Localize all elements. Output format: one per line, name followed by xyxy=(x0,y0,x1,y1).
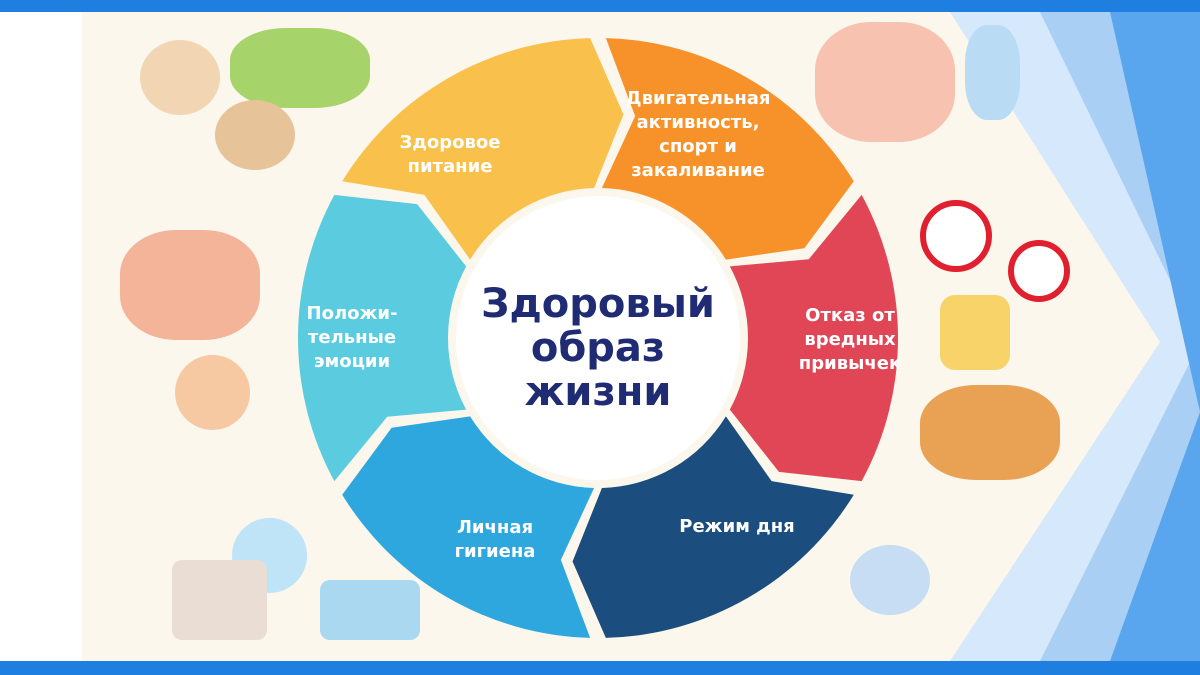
segment-positive-emotions xyxy=(297,194,467,482)
child-illustration xyxy=(175,355,250,430)
fruits-illustration xyxy=(230,28,370,108)
bath-illustration xyxy=(172,560,267,640)
family-illustration xyxy=(120,230,260,340)
fast-food-illustration xyxy=(920,385,1060,480)
left-strip xyxy=(0,12,82,661)
center-title: Здоровый образ жизни xyxy=(481,281,715,415)
center-circle xyxy=(456,196,740,480)
segment-no-bad-habits xyxy=(729,194,898,482)
segment-label-physical-activity: Двигательная активность, спорт и закалив… xyxy=(625,88,771,181)
sleep-illustration xyxy=(850,545,930,615)
segment-label-healthy-eating: Здоровое питание xyxy=(399,132,501,177)
segment-label-positive-emotions: Положи- тельные эмоции xyxy=(306,303,398,372)
segment-physical-activity xyxy=(601,38,854,260)
salad-illustration xyxy=(215,100,295,170)
phone-illustration xyxy=(940,295,1010,370)
segment-personal-hygiene xyxy=(342,416,595,638)
right-chevron-decoration xyxy=(950,12,1200,661)
toothpaste-illustration xyxy=(320,580,420,640)
skater-illustration xyxy=(965,25,1020,120)
healthy-food-illustration xyxy=(140,40,220,115)
segment-label-personal-hygiene: Личная гигиена xyxy=(454,517,536,562)
segment-daily-routine xyxy=(572,416,854,638)
segment-healthy-eating xyxy=(342,38,624,260)
exercise-illustration xyxy=(815,22,955,142)
no-smoking-icon xyxy=(1008,240,1070,302)
top-frame xyxy=(0,0,1200,12)
no-alcohol-icon xyxy=(920,200,992,272)
segment-label-no-bad-habits: Отказ от вредных привычек xyxy=(798,305,902,374)
bottom-frame xyxy=(0,661,1200,675)
segment-label-daily-routine: Режим дня xyxy=(679,516,795,537)
